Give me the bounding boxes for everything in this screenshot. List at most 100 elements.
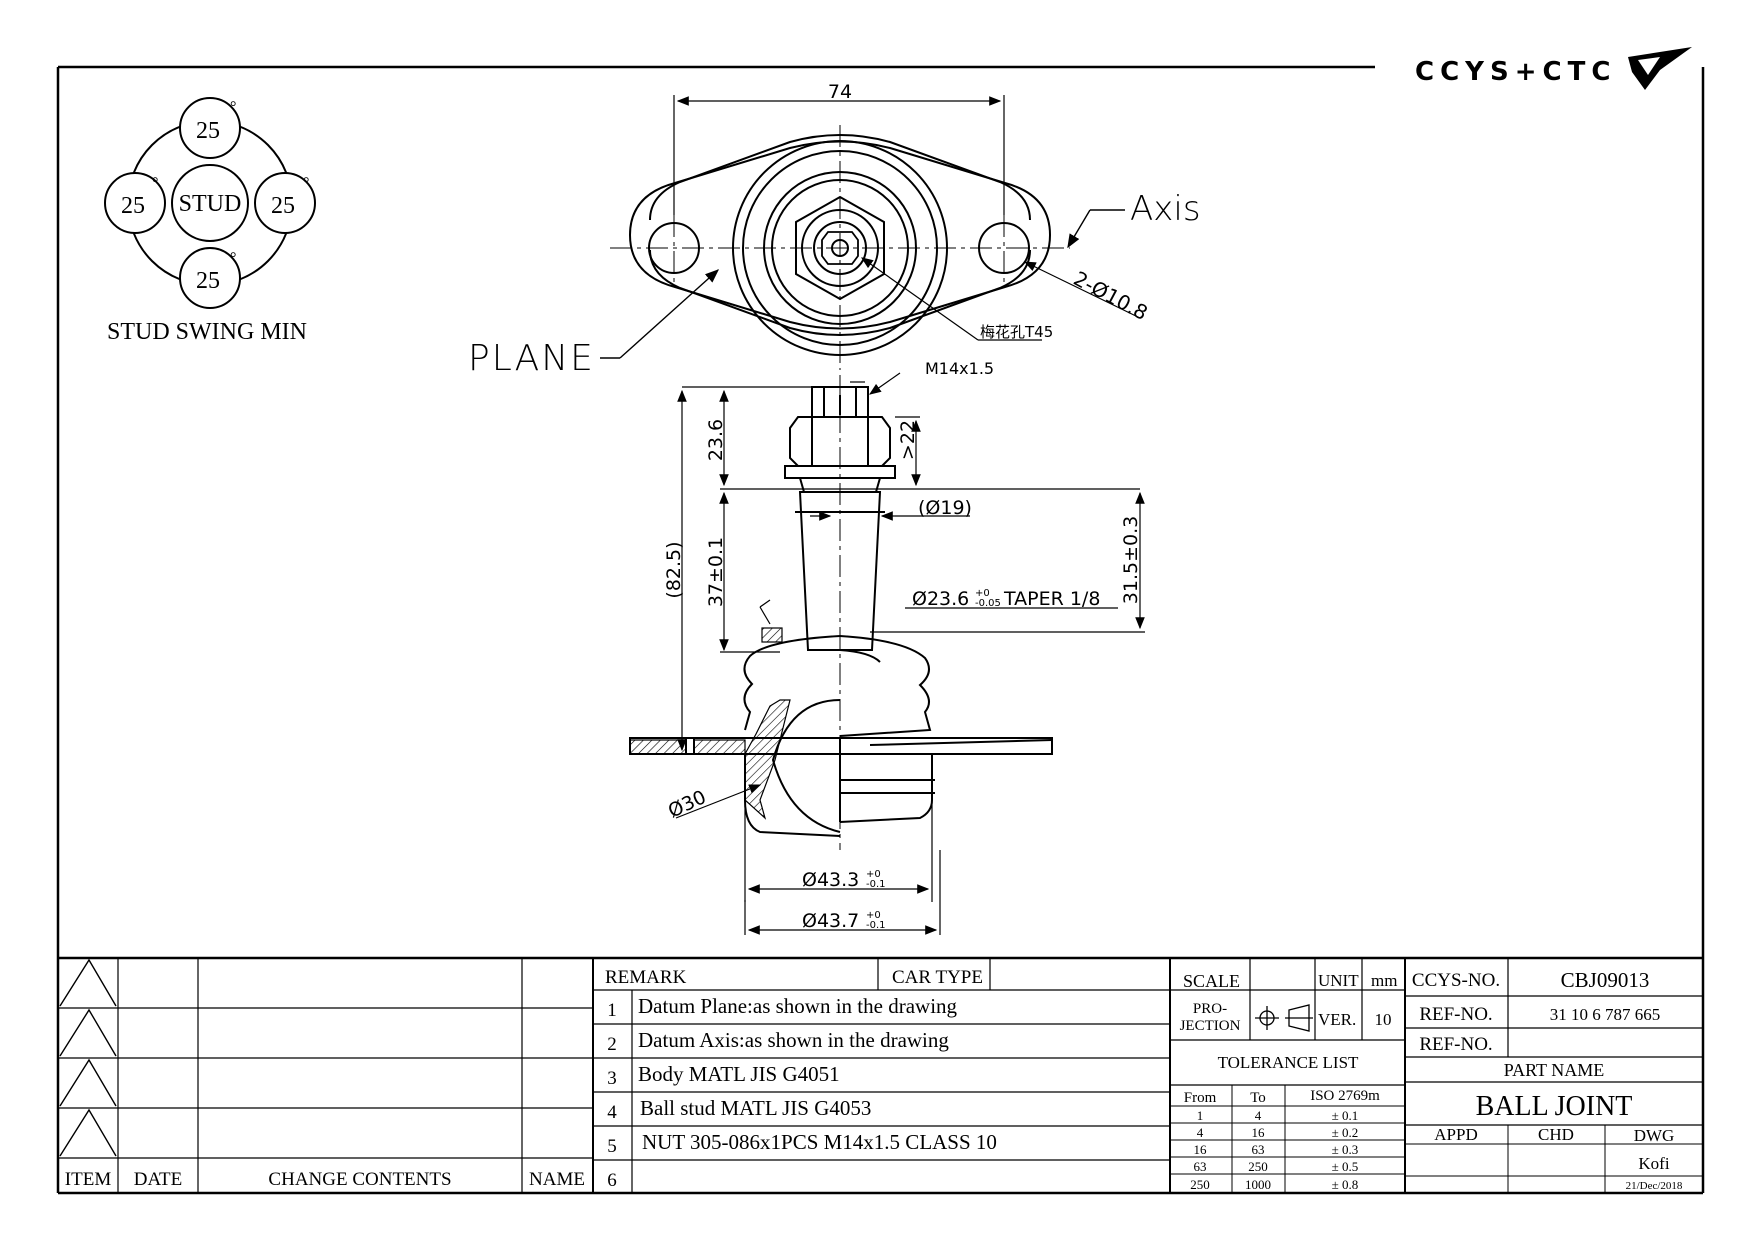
svg-text:250: 250 bbox=[1248, 1159, 1268, 1174]
axis-leader bbox=[1067, 209, 1125, 249]
tolerance-title: TOLERANCE LIST bbox=[1218, 1053, 1359, 1072]
drawer-name: Kofi bbox=[1638, 1154, 1669, 1173]
title-block-grid bbox=[58, 956, 1703, 1193]
plane-leader bbox=[600, 269, 720, 359]
swing-bottom: 25 bbox=[196, 268, 220, 294]
unit-value: mm bbox=[1371, 971, 1397, 990]
rev-date-header: DATE bbox=[134, 1169, 183, 1190]
svg-text:4: 4 bbox=[607, 1102, 617, 1123]
ref2-label: REF-NO. bbox=[1419, 1034, 1492, 1055]
appd-label: APPD bbox=[1434, 1125, 1477, 1144]
car-type-header: CAR TYPE bbox=[892, 967, 983, 988]
dim-43-3: Ø43.3 bbox=[802, 869, 859, 891]
dim-74 bbox=[673, 95, 1005, 215]
stud-swing-diagram bbox=[104, 97, 316, 309]
taper-tol-up: +0 bbox=[975, 588, 990, 599]
svg-text:250: 250 bbox=[1190, 1177, 1210, 1192]
dim-23-6: 23.6 bbox=[705, 419, 727, 461]
part-name: BALL JOINT bbox=[1476, 1091, 1633, 1122]
top-view-centerlines bbox=[610, 125, 1070, 370]
ccys-value: CBJ09013 bbox=[1561, 968, 1650, 992]
taper-suffix: TAPER 1/8 bbox=[1003, 588, 1100, 610]
rev-change-header: CHANGE CONTENTS bbox=[268, 1169, 451, 1190]
remark-1: Datum Plane:as shown in the drawing bbox=[638, 994, 958, 1018]
logo-text: CCYS+CTC bbox=[1415, 57, 1616, 87]
remark-2: Datum Axis:as shown in the drawing bbox=[638, 1028, 949, 1052]
ref1-value: 31 10 6 787 665 bbox=[1550, 1005, 1661, 1024]
svg-text:2: 2 bbox=[607, 1034, 617, 1055]
svg-text:1: 1 bbox=[1197, 1108, 1204, 1123]
svg-text:-0.1: -0.1 bbox=[866, 920, 886, 931]
side-view bbox=[629, 386, 1053, 837]
dwg-label: DWG bbox=[1634, 1126, 1675, 1145]
swing-top: 25 bbox=[196, 118, 220, 144]
part-name-label: PART NAME bbox=[1504, 1060, 1604, 1080]
torx-leader bbox=[861, 257, 1042, 341]
dim-43-7: Ø43.7 bbox=[802, 910, 859, 932]
svg-text:± 0.8: ± 0.8 bbox=[1332, 1177, 1359, 1192]
dim-37: 37±0.1 bbox=[705, 537, 727, 607]
remark-header: REMARK bbox=[605, 967, 687, 988]
svg-text:63: 63 bbox=[1252, 1142, 1265, 1157]
swing-center: STUD bbox=[179, 191, 242, 217]
dim-30: Ø30 bbox=[665, 786, 710, 822]
svg-text:From: From bbox=[1184, 1090, 1217, 1106]
rev-item-header: ITEM bbox=[65, 1169, 112, 1190]
tolerance-rows: 1 4 ± 0.1 4 16 ± 0.2 16 63 ± 0.3 63 250 … bbox=[1190, 1108, 1358, 1192]
part-info: CCYS-NO. CBJ09013 REF-NO. 31 10 6 787 66… bbox=[1412, 968, 1683, 1192]
svg-text:± 0.3: ± 0.3 bbox=[1332, 1142, 1359, 1157]
side-dims bbox=[675, 372, 1145, 935]
swing-caption: STUD SWING MIN bbox=[107, 319, 307, 345]
svg-text:°: ° bbox=[230, 250, 236, 267]
svg-text:-0.1: -0.1 bbox=[866, 879, 886, 890]
holes-leader bbox=[1023, 261, 1141, 319]
ccys-label: CCYS-NO. bbox=[1412, 970, 1500, 991]
brand-logo: CCYS+CTC bbox=[1415, 47, 1692, 90]
svg-text:PRO-: PRO- bbox=[1193, 1001, 1227, 1017]
stud-swing-labels: 25 ° 25 ° 25 ° 25 ° STUD STUD SWING MIN bbox=[107, 99, 309, 345]
remark-4: Ball stud MATL JIS G4053 bbox=[640, 1096, 871, 1120]
scale-block: SCALE UNIT mm PRO- JECTION VER. 10 TOLER… bbox=[1180, 971, 1398, 1106]
dim-22: >22 bbox=[897, 420, 919, 460]
axis-label: Axis bbox=[1130, 189, 1201, 229]
svg-text:5: 5 bbox=[607, 1136, 617, 1157]
swing-right: 25 bbox=[271, 193, 295, 219]
svg-text:°: ° bbox=[230, 99, 236, 116]
taper-tol-dn: -0.05 bbox=[975, 598, 1001, 609]
svg-text:1000: 1000 bbox=[1245, 1177, 1271, 1192]
rev-name-header: NAME bbox=[529, 1169, 585, 1190]
dim-31-5: 31.5±0.3 bbox=[1120, 516, 1142, 604]
ref1-label: REF-NO. bbox=[1419, 1004, 1492, 1025]
svg-text:16: 16 bbox=[1252, 1125, 1266, 1140]
svg-text:6: 6 bbox=[607, 1170, 617, 1191]
side-dim-labels: M14x1.5 23.6 >22 (Ø19) 31.5±0.3 (82.5) 3… bbox=[663, 359, 1142, 932]
svg-text:°: ° bbox=[303, 175, 309, 192]
swing-left: 25 bbox=[121, 193, 145, 219]
remarks: REMARK CAR TYPE 1 Datum Plane:as shown i… bbox=[605, 967, 997, 1191]
svg-text:± 0.1: ± 0.1 bbox=[1332, 1108, 1359, 1123]
svg-text:JECTION: JECTION bbox=[1180, 1018, 1241, 1034]
remark-5: NUT 305-086x1PCS M14x1.5 CLASS 10 bbox=[642, 1130, 997, 1154]
svg-text:3: 3 bbox=[607, 1068, 617, 1089]
svg-text:ISO 2769m: ISO 2769m bbox=[1310, 1088, 1380, 1104]
holes-label: 2-Ø10.8 bbox=[1070, 266, 1152, 325]
svg-text:4: 4 bbox=[1197, 1125, 1204, 1140]
svg-text:1: 1 bbox=[607, 1000, 617, 1021]
thread-label: M14x1.5 bbox=[925, 359, 994, 378]
taper-main: Ø23.6 bbox=[912, 588, 969, 610]
dim-74-label: 74 bbox=[828, 81, 852, 103]
torx-label: 梅花孔T45 bbox=[980, 323, 1053, 341]
svg-text:4: 4 bbox=[1255, 1108, 1262, 1123]
chd-label: CHD bbox=[1538, 1125, 1574, 1144]
svg-text:+0: +0 bbox=[866, 910, 881, 921]
svg-text:16: 16 bbox=[1194, 1142, 1208, 1157]
remark-3: Body MATL JIS G4051 bbox=[638, 1062, 840, 1086]
svg-text:± 0.2: ± 0.2 bbox=[1332, 1125, 1359, 1140]
dim-19: (Ø19) bbox=[918, 497, 972, 519]
revision-headers: ITEM DATE CHANGE CONTENTS NAME bbox=[65, 1169, 585, 1190]
scale-label: SCALE bbox=[1183, 971, 1240, 991]
svg-text:63: 63 bbox=[1194, 1159, 1207, 1174]
dim-82-5: (82.5) bbox=[663, 541, 685, 598]
svg-text:To: To bbox=[1250, 1090, 1266, 1106]
